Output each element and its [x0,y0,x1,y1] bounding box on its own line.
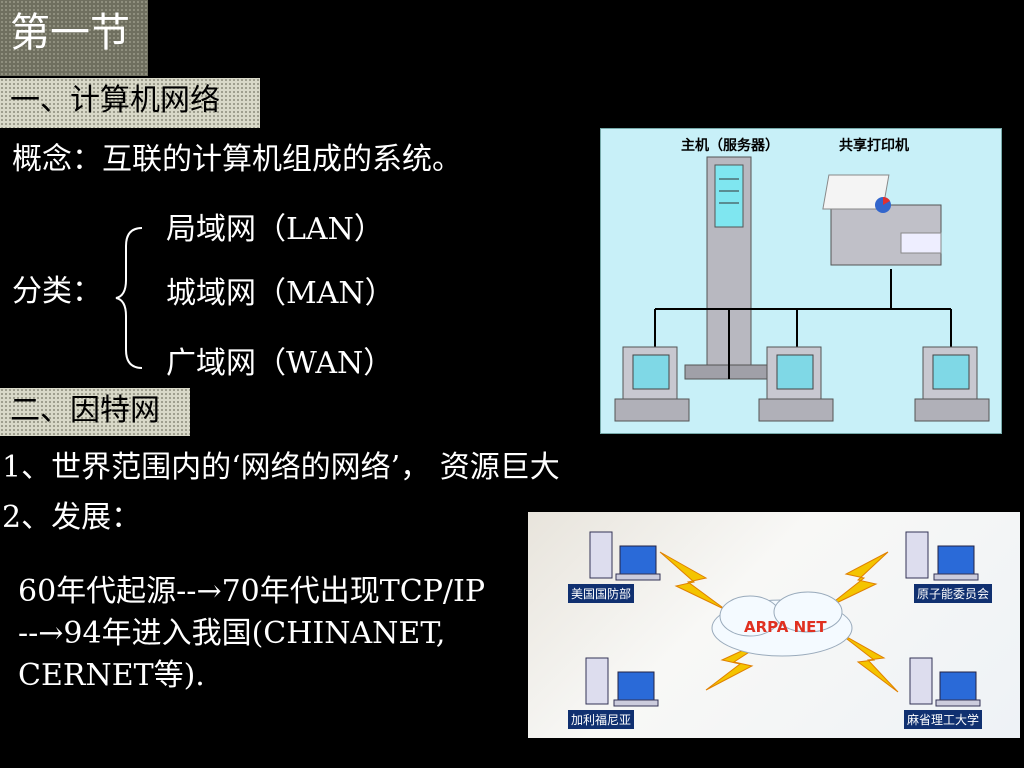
workstation-icon [614,346,690,422]
category-man: 城域网（MAN） [166,276,395,311]
node-label: 加利福尼亚 [568,710,635,729]
category-lan: 局域网（LAN） [166,212,384,247]
development-line2: --→94年进入我国(CHINANET, [18,616,446,651]
point1-text: 1、世界范围内的‘网络的网络’， 资源巨大 [2,450,560,485]
node-label: 原子能委员会 [914,584,993,603]
arpanet-center-label: ARPA NET [744,618,827,636]
category-wan: 广域网（WAN） [166,346,394,381]
concept-text: 概念：互联的计算机组成的系统。 [12,142,462,177]
section2-label: 二、因特网 [10,393,160,428]
arpanet-diagram: ARPA NET 美国国防部 原子能委员会 加利福尼亚 麻省理工大学 [528,512,1020,738]
node-computer-icon [905,531,979,581]
section1-label: 一、计算机网络 [10,83,220,118]
title-banner: 第一节 [0,0,148,76]
development-line3: CERNET等). [18,658,205,693]
slide-title: 第一节 [10,10,130,56]
workstation-icon [914,346,990,422]
brace-icon [115,227,143,369]
workstation-icon [758,346,834,422]
section1-heading: 一、计算机网络 [0,78,260,128]
classify-label: 分类： [12,274,102,309]
node-label: 美国国防部 [568,584,635,603]
lightning-icon [659,551,727,611]
server-label: 主机（服务器） [681,138,779,154]
printer-label: 共享打印机 [839,138,909,154]
node-label: 麻省理工大学 [904,710,983,729]
cloud-icon [711,591,853,657]
node-computer-icon [589,531,661,581]
point2-text: 2、发展： [2,500,142,535]
lightning-icon [837,631,899,693]
node-computer-icon [585,657,659,707]
section2-heading: 二、因特网 [0,388,190,436]
printer-icon [822,174,942,266]
node-computer-icon [909,657,981,707]
development-line1: 60年代起源--→70年代出现TCP/IP [18,574,486,609]
lan-diagram: 主机（服务器） 共享打印机 [600,128,1002,434]
